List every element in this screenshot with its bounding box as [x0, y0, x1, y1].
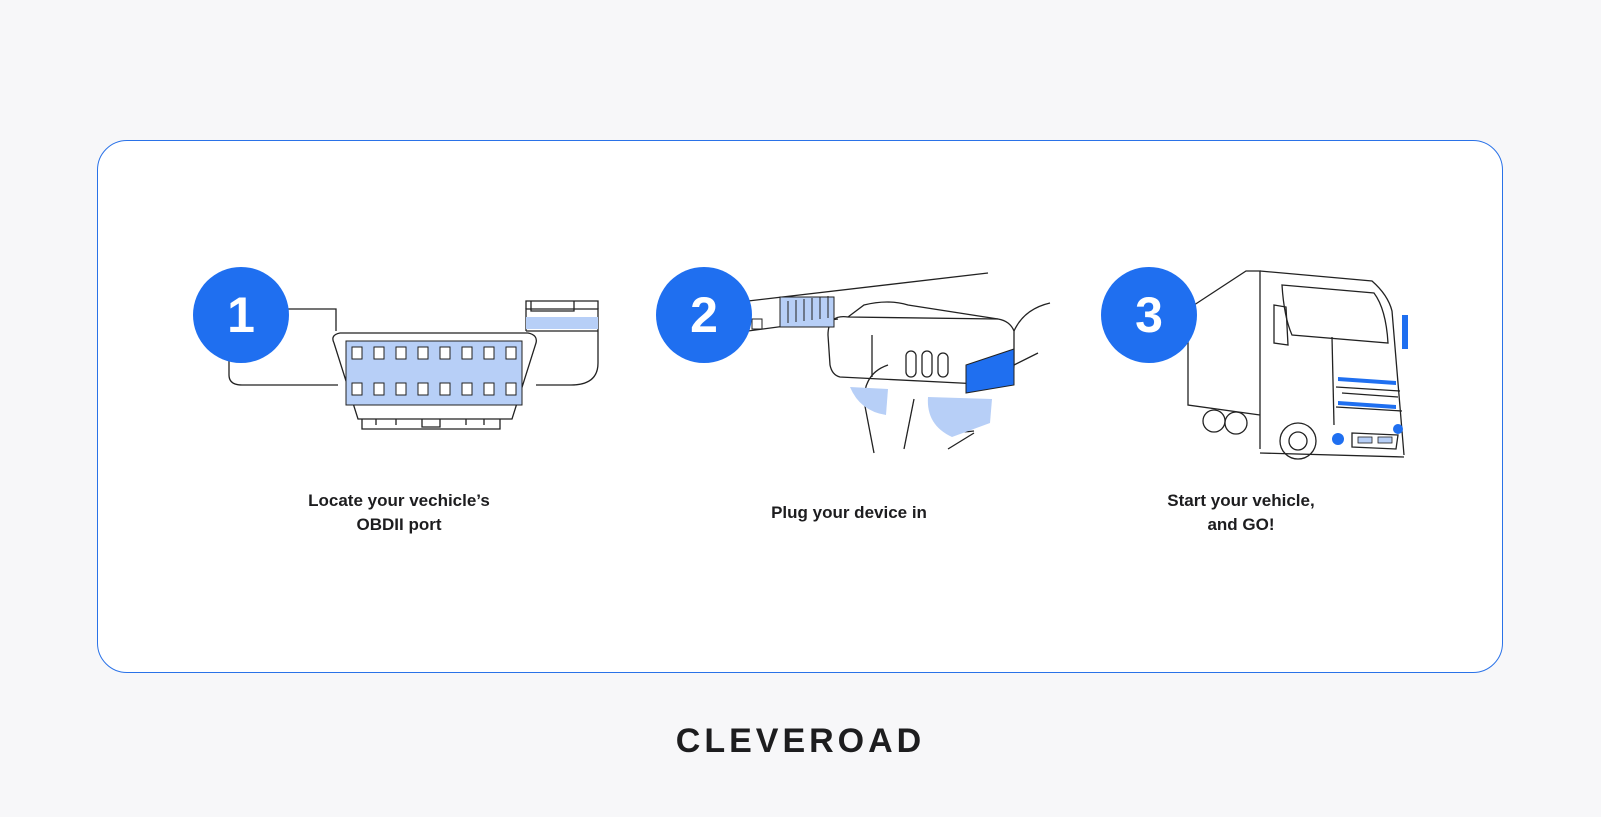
step-3-caption: Start your vehicle, and GO!	[1167, 491, 1315, 534]
plug-device-icon	[747, 272, 1051, 454]
step-2-caption: Plug your device in	[771, 503, 927, 522]
step-1-badge: 1	[193, 267, 289, 363]
steps-card: 1 Locate your vechicle’s OBDII port	[97, 140, 1503, 673]
obd-port-icon	[228, 300, 599, 430]
brand-logo: CLEVEROAD	[675, 722, 926, 760]
truck-icon	[1187, 270, 1408, 460]
step-1-caption: Locate your vechicle’s OBDII port	[308, 491, 490, 534]
step-2-badge: 2	[656, 267, 752, 363]
step-3-badge: 3	[1101, 267, 1197, 363]
